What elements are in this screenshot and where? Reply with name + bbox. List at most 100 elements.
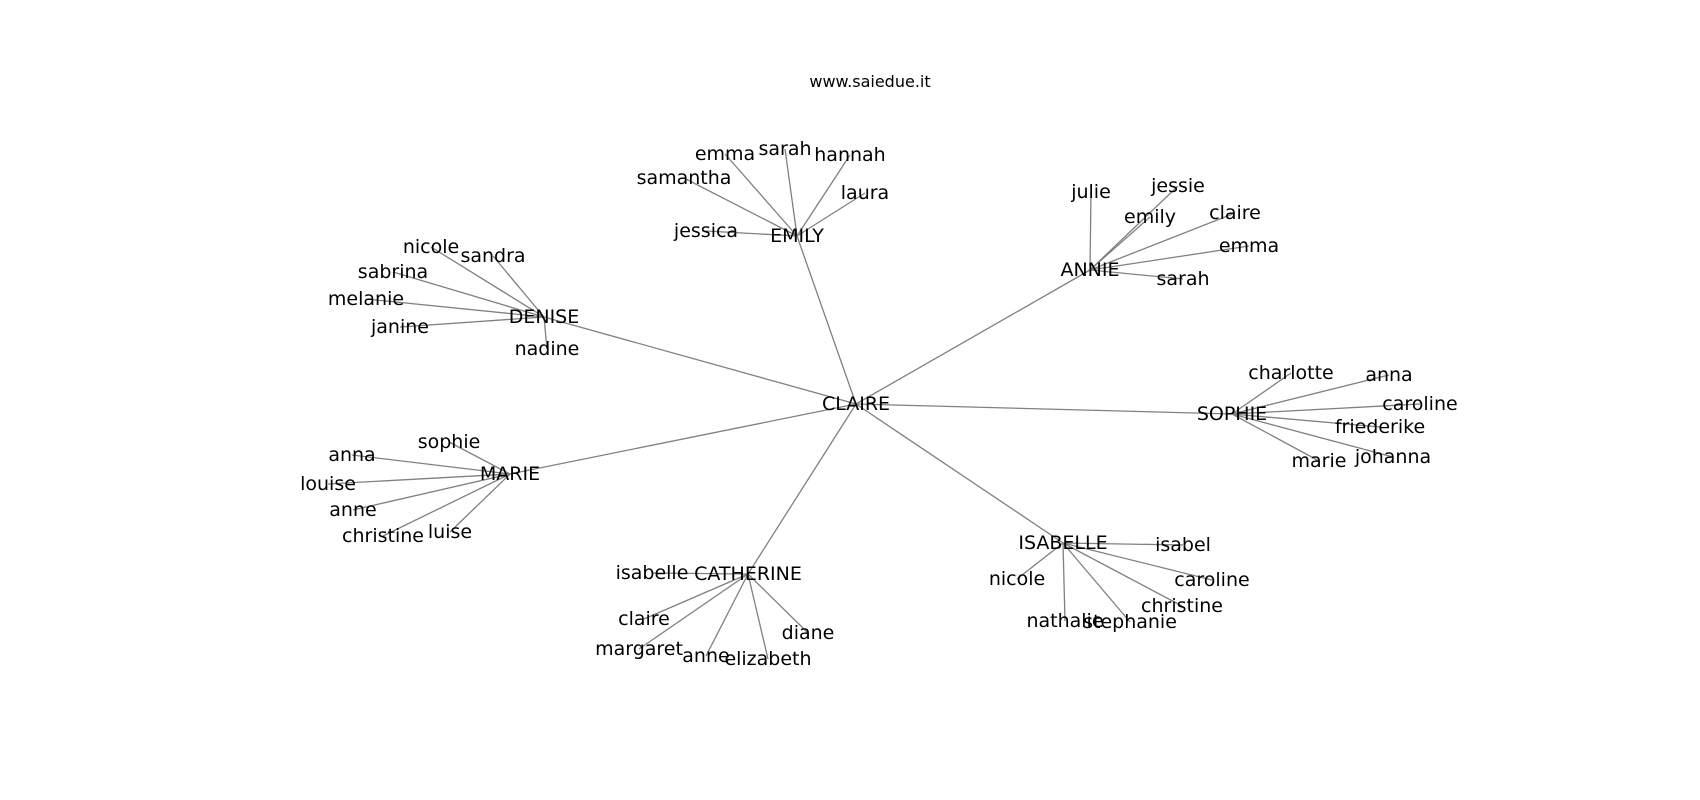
leaf-node-label-isabelle-nicole: nicole [989, 568, 1045, 590]
root-node-label: CLAIRE [822, 393, 890, 415]
leaf-node-label-isabelle-isabel: isabel [1155, 534, 1211, 556]
site-title: www.saiedue.it [809, 72, 931, 91]
edge-emily-jessica [705, 230, 798, 237]
edge-annie-emma [1089, 245, 1250, 271]
leaf-node-label-emily-laura: laura [841, 182, 889, 204]
edge-denise-janine [399, 316, 545, 328]
leaf-node-label-marie-christine: christine [342, 525, 424, 547]
edge-marie-anne [352, 473, 511, 511]
leaf-node-label-catherine-elizabeth: elizabeth [724, 648, 811, 670]
leaf-node-label-marie-anne: anne [329, 499, 376, 521]
hub-node-label-sophie: SOPHIE [1197, 403, 1267, 425]
edge-catherine-elizabeth [747, 573, 769, 660]
edge-sophie-friederike [1231, 413, 1381, 428]
leaf-node-label-denise-sabrina: sabrina [358, 261, 428, 283]
edge-root-denise [543, 316, 857, 405]
hub-node-label-isabelle: ISABELLE [1018, 532, 1107, 554]
edge-emily-samantha [683, 177, 798, 237]
edge-root-marie [509, 403, 857, 475]
edge-root-emily [796, 235, 857, 405]
leaf-node-label-isabelle-stephanie: stephanie [1083, 611, 1177, 633]
leaf-node-label-marie-sophie: sophie [418, 431, 481, 453]
edge-isabelle-nathalie [1062, 542, 1066, 622]
edge-sophie-anna [1231, 374, 1390, 415]
leaf-node-label-catherine-anne: anne [682, 645, 729, 667]
leaf-node-label-isabelle-nathalie: nathalie [1026, 610, 1103, 632]
edge-annie-claire [1089, 212, 1236, 271]
leaf-node-label-annie-claire: claire [1209, 202, 1261, 224]
edge-isabelle-isabel [1062, 542, 1184, 546]
edge-root-isabelle [855, 403, 1064, 544]
leaf-node-label-sophie-friederike: friederike [1335, 416, 1425, 438]
edge-isabelle-caroline [1062, 542, 1213, 581]
graph-edges [327, 148, 1421, 660]
edge-marie-louise [327, 473, 511, 485]
leaf-node-label-marie-louise: louise [300, 473, 356, 495]
edge-root-annie [855, 269, 1091, 405]
leaf-node-label-annie-jessie: jessie [1150, 175, 1205, 197]
leaf-node-label-denise-melanie: melanie [328, 288, 404, 310]
edge-isabelle-nicole [1016, 542, 1064, 580]
edge-denise-nadine [543, 316, 548, 350]
edge-marie-sophie [448, 441, 511, 475]
leaf-node-label-sophie-marie: marie [1292, 450, 1347, 472]
leaf-node-label-marie-luise: luise [428, 521, 472, 543]
leaf-node-label-sophie-charlotte: charlotte [1248, 362, 1333, 384]
edge-emily-hannah [796, 154, 851, 237]
edge-sophie-caroline [1231, 403, 1421, 415]
edge-sophie-marie [1231, 413, 1320, 462]
edge-sophie-johanna [1231, 413, 1394, 458]
leaf-node-label-denise-nadine: nadine [515, 338, 580, 360]
leaf-node-label-catherine-margaret: margaret [595, 638, 683, 660]
edge-annie-jessie [1089, 185, 1179, 271]
edge-emily-sarah [784, 148, 798, 237]
edge-annie-julie [1089, 191, 1092, 271]
edge-denise-sabrina [392, 271, 545, 318]
hub-node-label-emily: EMILY [770, 225, 824, 247]
leaf-node-label-marie-anna: anna [328, 444, 375, 466]
leaf-node-label-emily-jessica: jessica [673, 220, 738, 242]
leaf-node-label-annie-sarah: sarah [1156, 268, 1209, 290]
leaf-node-label-emily-samantha: samantha [637, 167, 732, 189]
leaf-node-label-denise-janine: janine [370, 316, 429, 338]
leaf-node-label-annie-emma: emma [1219, 235, 1279, 257]
edge-denise-nicole [430, 246, 545, 318]
leaf-node-label-denise-nicole: nicole [403, 236, 459, 258]
edge-denise-melanie [365, 298, 545, 318]
edge-denise-sandra [492, 255, 545, 318]
edge-catherine-anne [705, 573, 749, 657]
leaf-node-label-denise-sandra: sandra [460, 245, 525, 267]
hub-node-label-denise: DENISE [509, 306, 580, 328]
hub-node-label-catherine: CATHERINE [694, 563, 802, 585]
leaf-node-label-isabelle-caroline: caroline [1174, 569, 1249, 591]
leaf-node-label-catherine-diane: diane [782, 622, 835, 644]
hub-node-label-annie: ANNIE [1060, 259, 1119, 281]
hub-node-label-marie: MARIE [480, 463, 540, 485]
leaf-node-label-isabelle-christine: christine [1141, 595, 1223, 617]
leaf-node-label-annie-emily: emily [1124, 206, 1176, 228]
edge-catherine-claire [643, 573, 749, 620]
edge-root-catherine [747, 403, 857, 575]
edge-marie-luise [449, 473, 511, 533]
leaf-node-label-sophie-johanna: johanna [1354, 446, 1431, 468]
leaf-node-label-catherine-claire: claire [618, 608, 670, 630]
edge-marie-christine [382, 473, 511, 537]
leaf-node-label-sophie-caroline: caroline [1382, 393, 1457, 415]
leaf-node-label-emily-emma: emma [695, 143, 755, 165]
leaf-node-label-emily-hannah: hannah [814, 144, 885, 166]
edge-annie-sarah [1089, 269, 1184, 280]
edge-marie-anna [351, 454, 511, 475]
leaf-node-label-annie-julie: julie [1070, 181, 1111, 203]
leaf-node-label-emily-sarah: sarah [758, 138, 811, 160]
leaf-node-label-catherine-isabelle: isabelle [616, 562, 689, 584]
edge-annie-emily [1089, 216, 1151, 271]
edge-catherine-margaret [638, 573, 749, 650]
edge-sophie-charlotte [1231, 372, 1292, 415]
edge-emily-laura [796, 192, 866, 237]
edge-catherine-diane [747, 573, 809, 634]
edge-catherine-isabelle [651, 572, 749, 575]
edge-root-sophie [855, 403, 1233, 415]
leaf-node-label-sophie-anna: anna [1365, 364, 1412, 386]
